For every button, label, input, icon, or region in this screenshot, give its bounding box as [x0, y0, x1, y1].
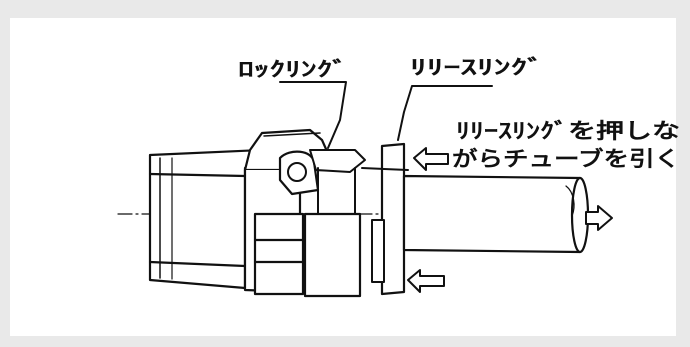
lock-ring	[278, 149, 366, 196]
release-ring	[361, 142, 409, 296]
pull-arrow	[585, 205, 613, 231]
instruction-line-2: がらチューブを引く	[452, 147, 680, 171]
push-arrow-lower	[407, 269, 445, 293]
release-ring-leader	[397, 85, 493, 141]
push-arrow-upper	[413, 147, 449, 171]
instruction-line-1: ﾘﾘｰｽﾘﾝｸﾞを押しな	[456, 119, 680, 143]
collet	[253, 167, 362, 298]
lock-ring-leader	[279, 81, 347, 149]
label-lock-ring: ﾛｯｸﾘﾝｸﾞ	[238, 57, 348, 81]
tube	[402, 174, 590, 254]
label-release-ring: ﾘﾘｰｽﾘﾝｸﾞ	[410, 55, 544, 79]
